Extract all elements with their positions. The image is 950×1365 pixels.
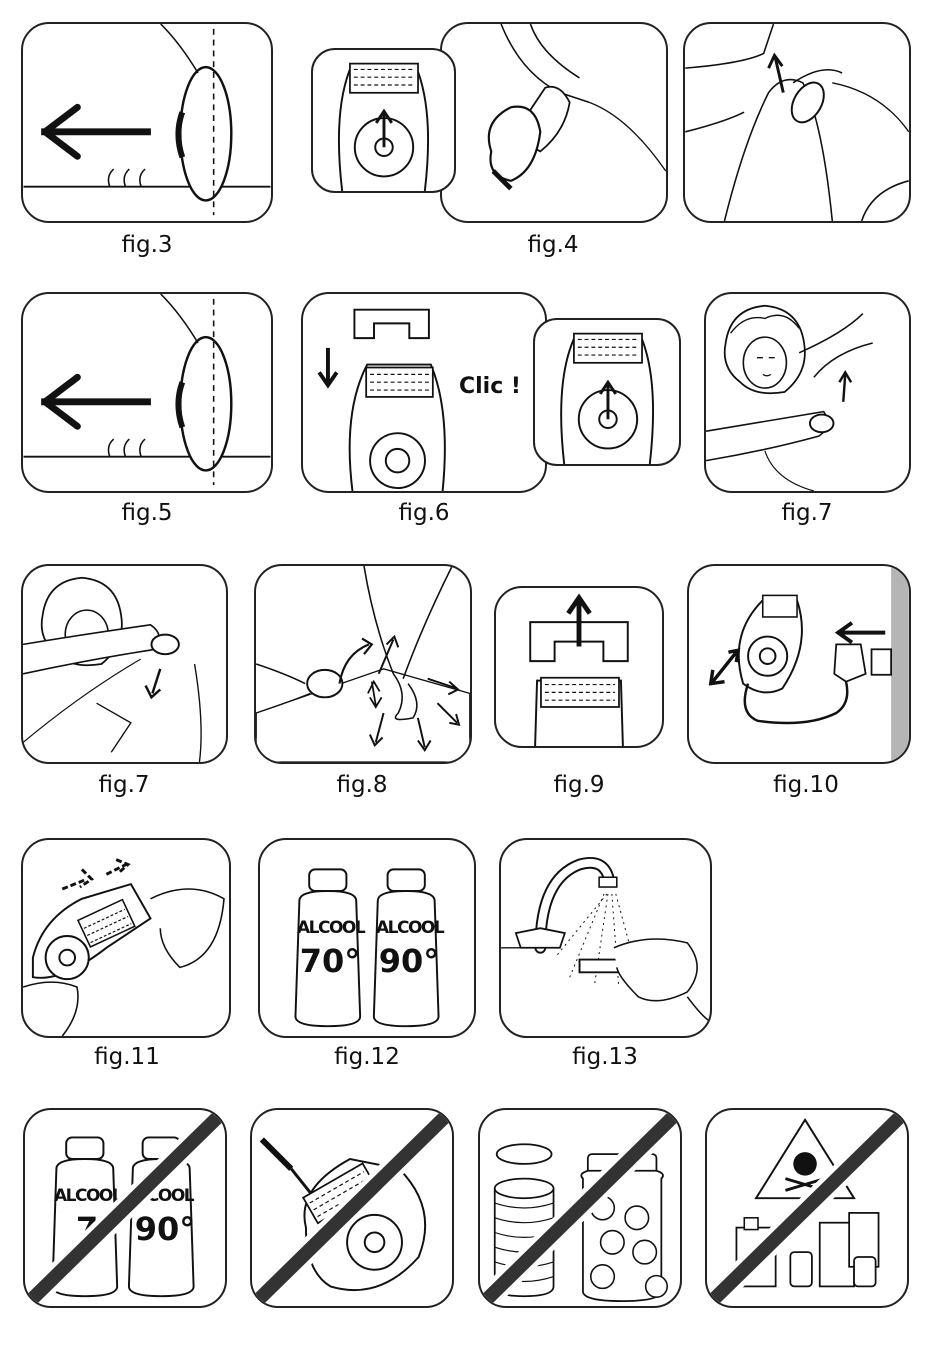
fig3-illustration [23, 24, 271, 221]
fig6-click-text: Clic ! [459, 374, 521, 399]
fig12-panel: ALCOOL 70° ALCOOL 90° [258, 838, 476, 1038]
double-arrow-icon [711, 650, 738, 683]
wall [891, 566, 909, 762]
fig4-panel-main [440, 22, 668, 223]
skull-icon [793, 1152, 817, 1176]
fig4-caption: fig.4 [483, 232, 623, 258]
fig4-panel-leg [683, 22, 911, 223]
fig5-caption: fig.5 [77, 500, 217, 526]
fig6-panel: Clic ! [301, 292, 547, 493]
fig13-caption: fig.13 [535, 1044, 675, 1070]
fig11-caption: fig.11 [57, 1044, 197, 1070]
fig10-panel [687, 564, 911, 764]
fig8-caption: fig.8 [292, 772, 432, 798]
fig9-caption: fig.9 [509, 772, 649, 798]
fig12-bottle1-label: ALCOOL [297, 918, 363, 938]
forbidden-screwdriver-panel [250, 1108, 454, 1308]
fig7a-caption: fig.7 [737, 500, 877, 526]
fig9-panel [494, 586, 664, 748]
fig12-bottle2-degree: 90° [376, 942, 442, 980]
epilator-in-hand [489, 107, 540, 181]
fig12-bottle2-label: ALCOOL [376, 918, 442, 938]
prohibited-slash-icon [25, 1110, 225, 1306]
fig12-bottle1-degree: 70° [297, 942, 363, 980]
fig3-caption: fig.3 [77, 232, 217, 258]
fig12-caption: fig.12 [297, 1044, 437, 1070]
fig4-illustration [442, 24, 666, 221]
forbidden-abrasive-panel [478, 1108, 682, 1308]
fig11-panel [21, 838, 231, 1038]
fig13-panel [499, 838, 712, 1038]
forbidden-chemicals-panel [705, 1108, 909, 1308]
fig6-panel-inset [533, 318, 681, 466]
fig3-panel [21, 22, 273, 223]
fig4-panel-inset [311, 48, 456, 193]
fig7b-caption: fig.7 [54, 772, 194, 798]
fig6-caption: fig.6 [354, 500, 494, 526]
fig7a-panel [704, 292, 911, 493]
forbidden-alcohol-panel: ALCOOL 7 COOL 90° [23, 1108, 227, 1308]
fig8-panel [254, 564, 472, 764]
fig10-caption: fig.10 [736, 772, 876, 798]
fig5-panel [21, 292, 273, 493]
epilator-side [180, 67, 231, 200]
fig7b-panel [21, 564, 228, 764]
